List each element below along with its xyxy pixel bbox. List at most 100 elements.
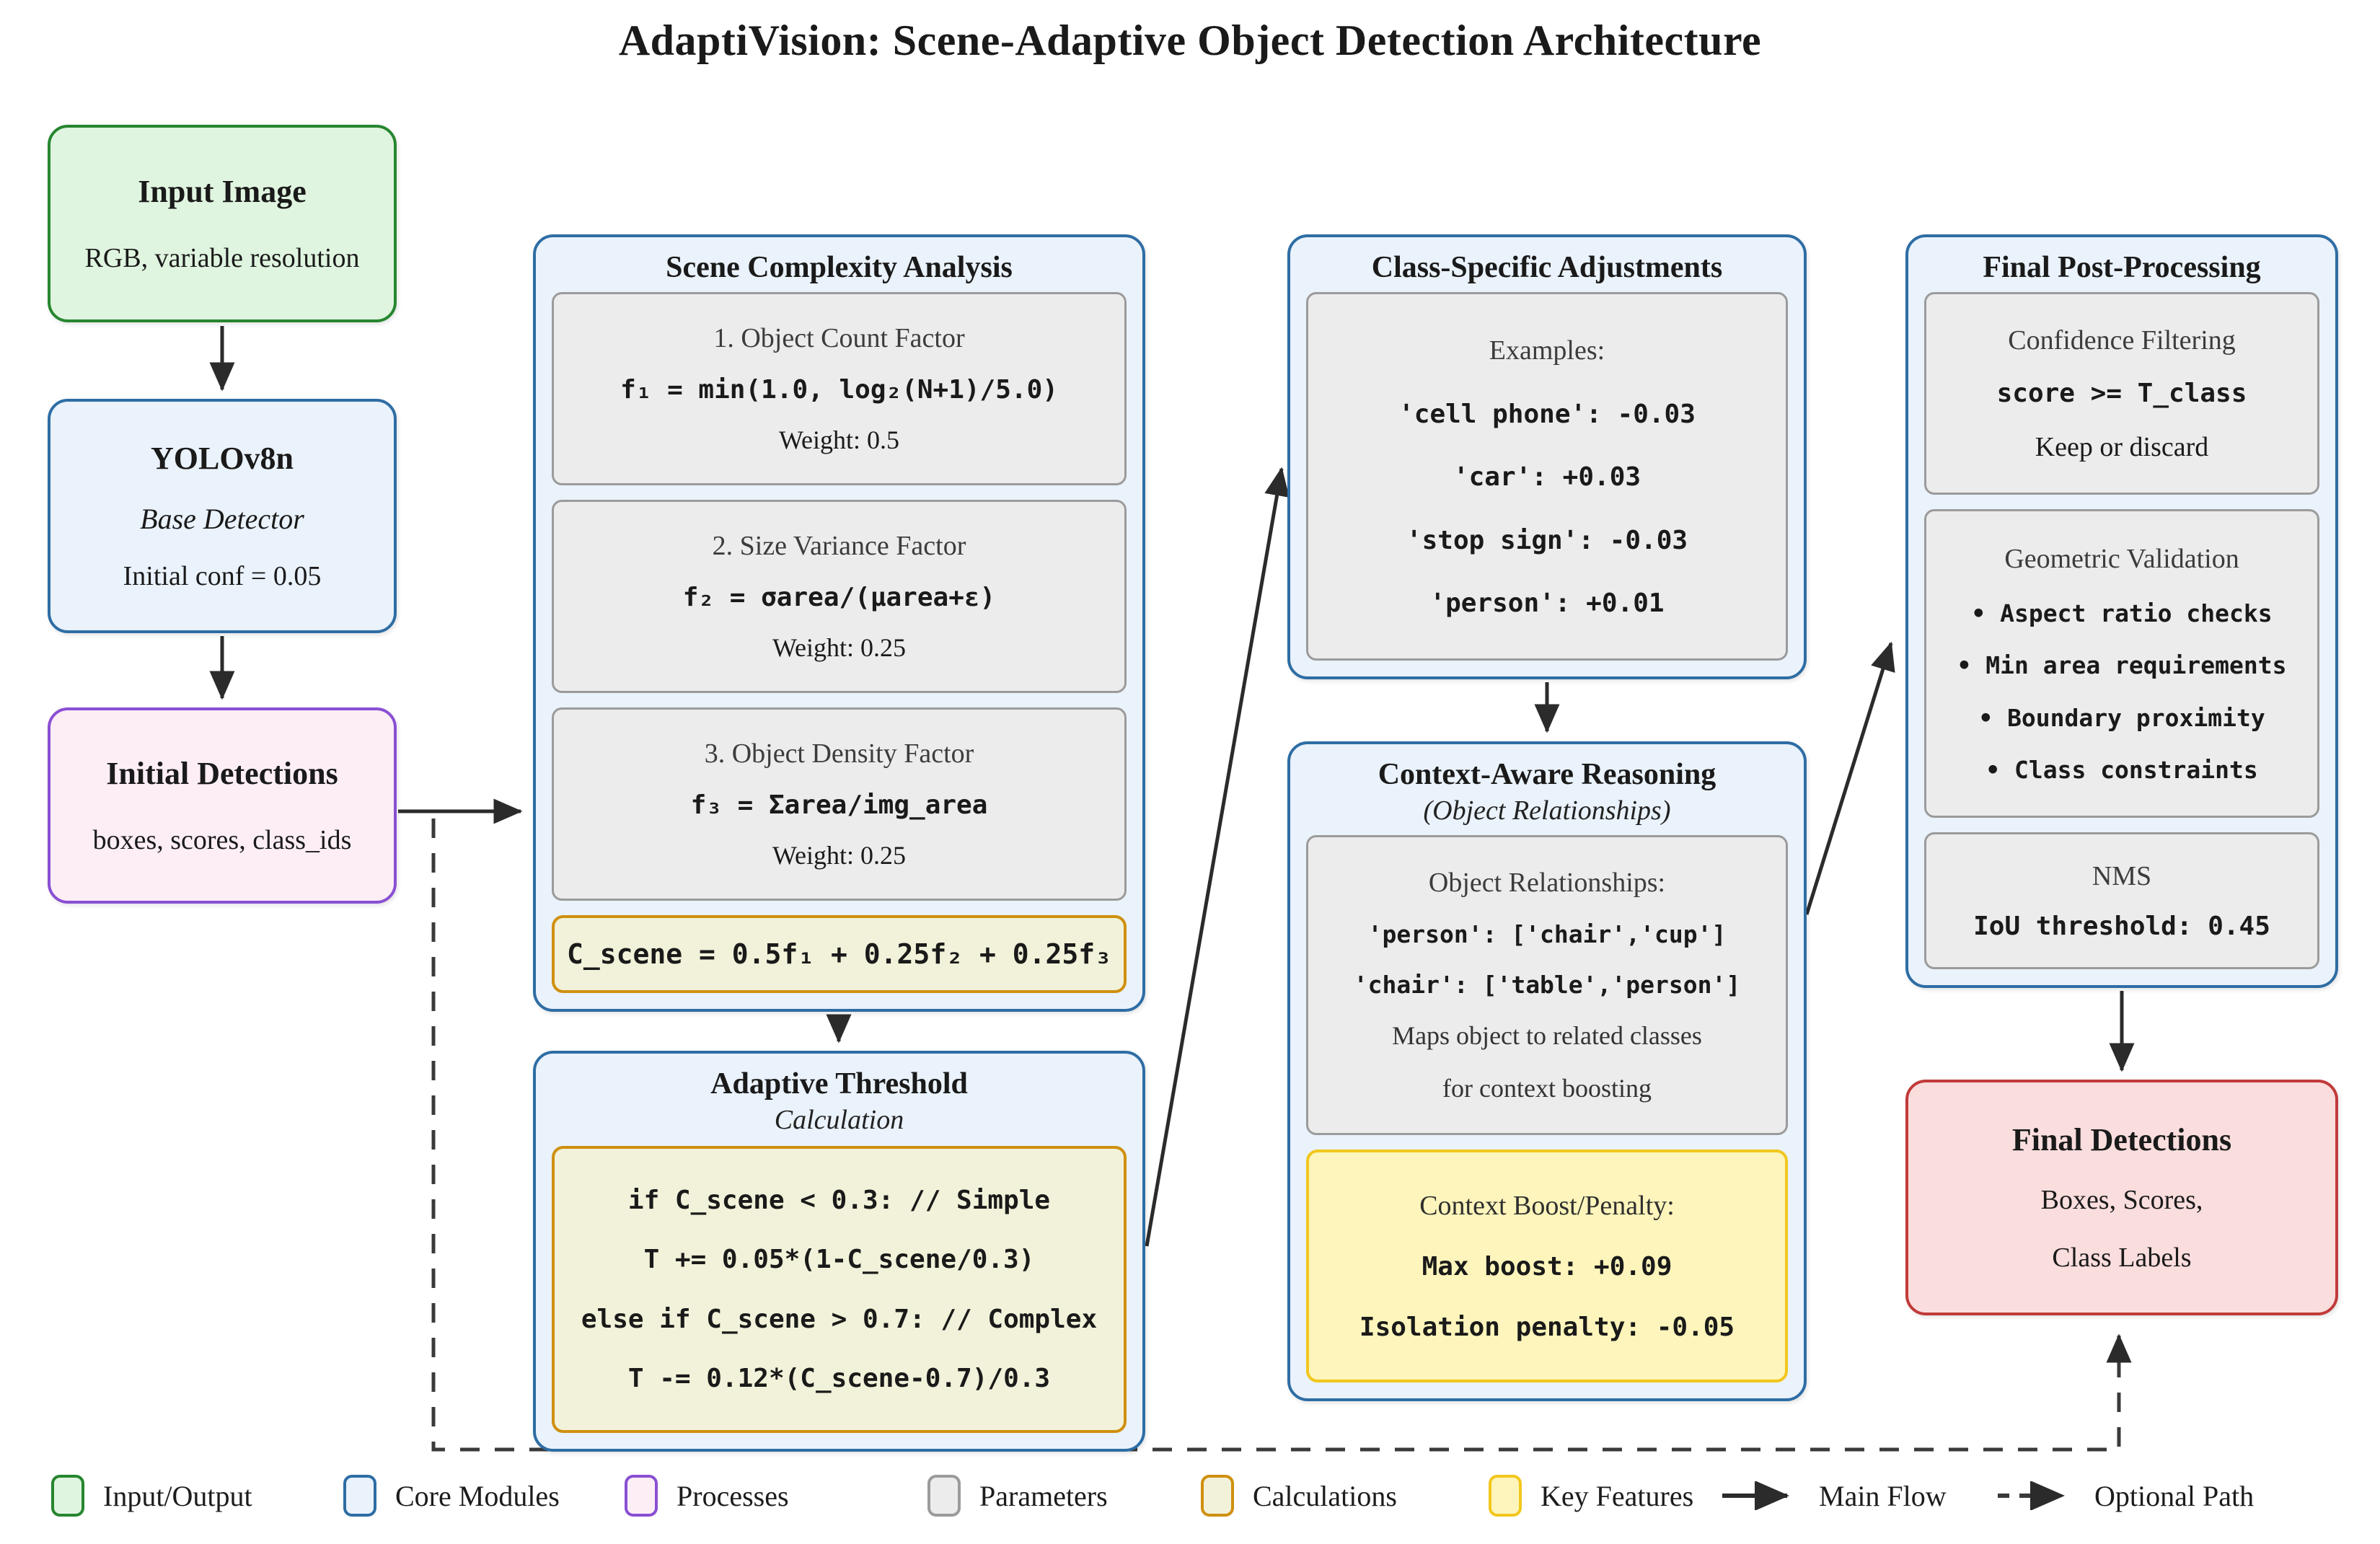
input-image-title: Input Image bbox=[138, 174, 307, 209]
final-detections-line2: Class Labels bbox=[2052, 1243, 2192, 1273]
legend-processes: Processes bbox=[625, 1473, 789, 1519]
code-line-4: T -= 0.12*(C_scene-0.7)/0.3 bbox=[627, 1363, 1051, 1393]
factor-object-count: 1. Object Count Factor f₁ = min(1.0, log… bbox=[552, 292, 1127, 485]
legend-label-processes: Processes bbox=[676, 1479, 789, 1512]
initial-detections-title: Initial Detections bbox=[106, 756, 338, 792]
legend-label-calculations: Calculations bbox=[1253, 1479, 1397, 1512]
legend-input-output: Input/Output bbox=[51, 1473, 252, 1519]
object-relationships-box: Object Relationships: 'person': ['chair'… bbox=[1306, 835, 1788, 1135]
boost-max: Max boost: +0.09 bbox=[1422, 1252, 1672, 1282]
geometric-bullet-min-area: Min area requirements bbox=[1957, 651, 2286, 679]
input-image-subtitle: RGB, variable resolution bbox=[84, 243, 360, 273]
relationships-heading: Object Relationships: bbox=[1428, 867, 1666, 898]
legend-swatch-input-output bbox=[51, 1475, 84, 1517]
example-person: 'person': +0.01 bbox=[1429, 588, 1665, 618]
legend-label-input-output: Input/Output bbox=[103, 1479, 252, 1512]
final-detections-line1: Boxes, Scores, bbox=[2040, 1185, 2203, 1215]
geometric-bullet-boundary: Boundary proximity bbox=[1978, 704, 2265, 732]
c-scene-calculation-box: C_scene = 0.5f₁ + 0.25f₂ + 0.25f₃ bbox=[552, 915, 1127, 993]
legend-swatch-core-modules bbox=[343, 1475, 376, 1517]
yolo-note: Initial conf = 0.05 bbox=[123, 561, 322, 592]
context-boost-box: Context Boost/Penalty: Max boost: +0.09 … bbox=[1306, 1149, 1788, 1382]
legend-label-key-features: Key Features bbox=[1541, 1479, 1694, 1512]
adaptive-threshold-subtitle: Calculation bbox=[774, 1105, 904, 1135]
factor1-heading: 1. Object Count Factor bbox=[713, 322, 965, 353]
legend-calculations: Calculations bbox=[1201, 1473, 1397, 1519]
relationships-note-1: Maps object to related classes bbox=[1392, 1021, 1702, 1051]
factor-size-variance: 2. Size Variance Factor f₂ = σarea/(μare… bbox=[552, 500, 1127, 693]
context-reasoning-title: Context-Aware Reasoning bbox=[1378, 758, 1716, 791]
legend-label-parameters: Parameters bbox=[979, 1479, 1108, 1512]
adaptive-threshold-module: Adaptive Threshold Calculation if C_scen… bbox=[533, 1051, 1145, 1452]
final-detections-title: Final Detections bbox=[2011, 1122, 2232, 1157]
confidence-note: Keep or discard bbox=[2035, 431, 2209, 462]
factor2-weight: Weight: 0.25 bbox=[772, 633, 907, 663]
legend-swatch-calculations bbox=[1201, 1475, 1234, 1517]
adaptive-threshold-title: Adaptive Threshold bbox=[710, 1067, 968, 1100]
boost-heading: Context Boost/Penalty: bbox=[1419, 1191, 1675, 1222]
confidence-filtering-box: Confidence Filtering score >= T_class Ke… bbox=[1924, 292, 2319, 495]
legend-swatch-processes bbox=[625, 1475, 658, 1517]
class-adjustments-module: Class-Specific Adjustments Examples: 'ce… bbox=[1287, 234, 1807, 679]
relationship-person: 'person': ['chair','cup'] bbox=[1367, 920, 1727, 949]
nms-box: NMS IoU threshold: 0.45 bbox=[1924, 831, 2319, 969]
code-line-1: if C_scene < 0.3: // Simple bbox=[627, 1186, 1051, 1216]
geometric-heading: Geometric Validation bbox=[2004, 543, 2239, 574]
yolo-title: YOLOv8n bbox=[150, 440, 294, 476]
legend-swatch-key-features bbox=[1489, 1475, 1522, 1517]
factor2-heading: 2. Size Variance Factor bbox=[712, 530, 966, 561]
geometric-validation-box: Geometric Validation Aspect ratio checks… bbox=[1924, 509, 2319, 818]
input-image-node: Input Image RGB, variable resolution bbox=[48, 125, 397, 322]
c-scene-formula: C_scene = 0.5f₁ + 0.25f₂ + 0.25f₃ bbox=[567, 938, 1111, 970]
context-reasoning-module: Context-Aware Reasoning (Object Relation… bbox=[1287, 741, 1807, 1401]
scene-complexity-module: Scene Complexity Analysis 1. Object Coun… bbox=[533, 234, 1145, 1012]
factor-object-density: 3. Object Density Factor f₃ = Σarea/img_… bbox=[552, 707, 1127, 901]
yolo-node: YOLOv8n Base Detector Initial conf = 0.0… bbox=[48, 399, 397, 633]
post-processing-module: Final Post-Processing Confidence Filteri… bbox=[1905, 234, 2338, 988]
arrow-adaptive-to-class bbox=[1145, 467, 1290, 1247]
initial-detections-subtitle: boxes, scores, class_ids bbox=[92, 824, 352, 855]
nms-heading: NMS bbox=[2092, 861, 2152, 892]
relationship-chair: 'chair': ['table','person'] bbox=[1353, 970, 1741, 999]
geometric-bullet-class: Class constraints bbox=[1985, 756, 2258, 784]
legend-label-core-modules: Core Modules bbox=[395, 1479, 560, 1512]
factor3-heading: 3. Object Density Factor bbox=[704, 738, 974, 769]
factor2-formula: f₂ = σarea/(μarea+ε) bbox=[682, 582, 996, 612]
example-cell-phone: 'cell phone': -0.03 bbox=[1398, 400, 1696, 430]
page-title: AdaptiVision: Scene-Adaptive Object Dete… bbox=[618, 17, 1762, 64]
legend-label-main-flow: Main Flow bbox=[1819, 1479, 1947, 1512]
initial-detections-node: Initial Detections boxes, scores, class_… bbox=[48, 707, 397, 904]
confidence-code: score >= T_class bbox=[1996, 379, 2247, 409]
scene-complexity-title: Scene Complexity Analysis bbox=[666, 251, 1013, 284]
arrow-context-to-postprocessing bbox=[1804, 641, 1895, 915]
class-adjustments-title: Class-Specific Adjustments bbox=[1371, 251, 1723, 284]
example-stop-sign: 'stop sign': -0.03 bbox=[1406, 525, 1688, 555]
legend-core-modules: Core Modules bbox=[343, 1473, 560, 1519]
examples-heading: Examples: bbox=[1489, 335, 1605, 366]
legend-label-optional-path: Optional Path bbox=[2094, 1479, 2255, 1512]
confidence-heading: Confidence Filtering bbox=[2008, 325, 2236, 356]
context-reasoning-subtitle: (Object Relationships) bbox=[1423, 795, 1671, 826]
post-processing-title: Final Post-Processing bbox=[1983, 251, 2261, 284]
code-line-2: T += 0.05*(1-C_scene/0.3) bbox=[643, 1245, 1035, 1275]
legend-main-flow: Main Flow bbox=[1721, 1473, 1947, 1519]
main-flow-arrow-icon bbox=[1722, 1481, 1789, 1510]
relationships-note-2: for context boosting bbox=[1442, 1074, 1652, 1103]
code-line-3: else if C_scene > 0.7: // Complex bbox=[581, 1304, 1098, 1334]
factor1-weight: Weight: 0.5 bbox=[778, 425, 900, 455]
legend-parameters: Parameters bbox=[927, 1473, 1108, 1519]
nms-code: IoU threshold: 0.45 bbox=[1973, 911, 2270, 941]
optional-path-arrow-icon bbox=[1998, 1481, 2065, 1510]
factor3-formula: f₃ = Σarea/img_area bbox=[690, 790, 988, 820]
yolo-subtitle: Base Detector bbox=[140, 502, 304, 535]
legend-optional-path: Optional Path bbox=[1996, 1473, 2254, 1519]
example-car: 'car': +0.03 bbox=[1453, 462, 1641, 493]
legend-swatch-parameters bbox=[927, 1475, 961, 1517]
class-adjustments-examples-box: Examples: 'cell phone': -0.03 'car': +0.… bbox=[1306, 292, 1788, 661]
boost-isolation: Isolation penalty: -0.05 bbox=[1359, 1312, 1735, 1342]
final-detections-node: Final Detections Boxes, Scores, Class La… bbox=[1905, 1080, 2338, 1315]
adaptive-threshold-code-box: if C_scene < 0.3: // Simple T += 0.05*(1… bbox=[552, 1146, 1127, 1433]
factor1-formula: f₁ = min(1.0, log₂(N+1)/5.0) bbox=[620, 374, 1058, 405]
factor3-weight: Weight: 0.25 bbox=[772, 841, 907, 870]
